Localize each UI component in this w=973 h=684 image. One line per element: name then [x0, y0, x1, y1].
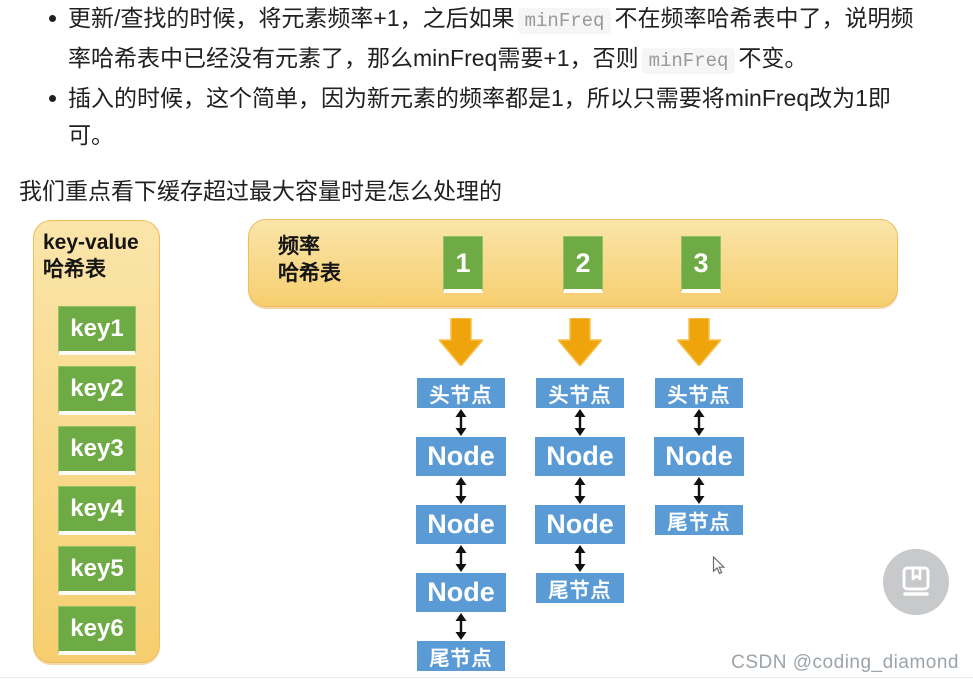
- double-arrow-icon: [692, 408, 706, 437]
- freq-3-node-chain: 头节点 Node 尾节点: [654, 378, 744, 535]
- freq-panel-title: 频率 哈希表: [278, 233, 341, 287]
- endpoint-box: 头节点: [655, 378, 743, 408]
- key-panel-title: key-value 哈希表: [34, 221, 159, 283]
- bullet-item-2: 插入的时候，这个简单，因为新元素的频率都是1，所以只需要将minFreq改为1即…: [0, 80, 918, 154]
- key-box-key3: key3: [58, 426, 136, 475]
- endpoint-box: 尾节点: [536, 573, 624, 603]
- key-list: key1 key2 key3 key4 key5 key6: [58, 306, 136, 655]
- endpoint-box: 尾节点: [655, 505, 743, 535]
- bullet-text: 更新/查找的时候，将元素频率+1，之后如果: [68, 5, 515, 31]
- node-box: Node: [416, 437, 506, 476]
- bullet-text: 不在频率哈希表中了，说明频率哈希表中已经没有元素了，那么minFreq需要+1，…: [68, 5, 914, 71]
- node-box: Node: [535, 437, 625, 476]
- double-arrow-icon: [454, 544, 468, 573]
- node-box: Node: [654, 437, 744, 476]
- key-value-table-panel: key-value 哈希表 key1 key2 key3 key4 key5 key6: [33, 220, 160, 663]
- key-box-key1: key1: [58, 306, 136, 355]
- endpoint-box: 头节点: [536, 378, 624, 408]
- double-arrow-icon: [573, 544, 587, 573]
- frequency-table-panel: 频率 哈希表 1 2 3: [248, 219, 898, 307]
- down-arrow-icon: [556, 317, 604, 368]
- bullet-text: 不变。: [738, 45, 808, 71]
- inline-code: minFreq: [641, 48, 736, 74]
- book-icon: [902, 566, 930, 596]
- endpoint-box: 尾节点: [417, 641, 505, 671]
- double-arrow-icon: [573, 408, 587, 437]
- endpoint-box: 头节点: [417, 378, 505, 408]
- node-box: Node: [416, 505, 506, 544]
- key-panel-title-line1: key-value: [43, 231, 139, 254]
- double-arrow-icon: [454, 408, 468, 437]
- csdn-watermark: CSDN @coding_diamond: [731, 652, 959, 673]
- freq-bucket-3: 3: [681, 236, 721, 293]
- key-box-key6: key6: [58, 606, 136, 655]
- freq-bucket-1: 1: [443, 236, 483, 293]
- inline-code: minFreq: [517, 8, 612, 34]
- key-box-key2: key2: [58, 366, 136, 415]
- double-arrow-icon: [454, 476, 468, 505]
- key-box-key4: key4: [58, 486, 136, 535]
- node-box: Node: [535, 505, 625, 544]
- reading-tools-button[interactable]: [883, 549, 949, 615]
- down-arrow-icon: [675, 317, 723, 368]
- key-panel-title-line2: 哈希表: [43, 258, 106, 281]
- down-arrow-icon: [437, 317, 485, 368]
- cursor-icon: [712, 556, 725, 575]
- section-divider: [0, 677, 973, 678]
- double-arrow-icon: [692, 476, 706, 505]
- bullet-text: 插入的时候，这个简单，因为新元素的频率都是1，所以只需要将minFreq改为1即…: [68, 85, 891, 148]
- lead-paragraph: 我们重点看下缓存超过最大容量时是怎么处理的: [19, 178, 502, 204]
- double-arrow-icon: [454, 612, 468, 641]
- key-box-key5: key5: [58, 546, 136, 595]
- double-arrow-icon: [573, 476, 587, 505]
- freq-panel-title-line1: 频率: [278, 235, 320, 258]
- freq-bucket-2: 2: [563, 236, 603, 293]
- node-box: Node: [416, 573, 506, 612]
- freq-panel-title-line2: 哈希表: [278, 262, 341, 285]
